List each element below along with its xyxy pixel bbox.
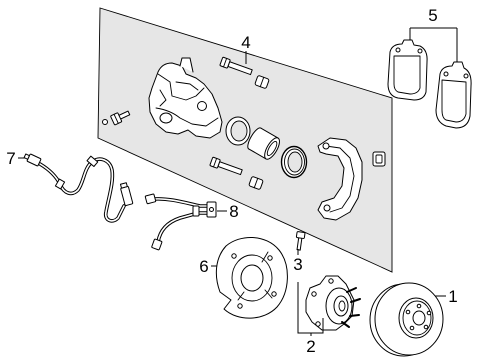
mounting-bolt-washer bbox=[102, 119, 108, 125]
hub-bolt-head bbox=[295, 231, 306, 239]
guide-pin-bushing-upper bbox=[254, 75, 270, 89]
caliper-bleeder-hole bbox=[197, 101, 207, 111]
pad-hole bbox=[463, 73, 469, 79]
callout-3: 3 bbox=[293, 255, 302, 274]
piston-seal bbox=[225, 116, 251, 146]
brake-pad-outer bbox=[435, 61, 472, 129]
shield-hole bbox=[267, 255, 273, 261]
piston-cup bbox=[266, 140, 278, 157]
pin-head-edge bbox=[213, 157, 218, 168]
bracket-hole bbox=[323, 204, 331, 212]
pad-backing-plate bbox=[387, 39, 428, 101]
piston-face bbox=[264, 137, 280, 160]
rotor-stud-hole bbox=[416, 303, 422, 309]
caliper-ridge bbox=[159, 89, 167, 107]
shield-hole bbox=[271, 291, 277, 297]
caliper-ridge bbox=[157, 73, 205, 101]
callout-8: 8 bbox=[229, 202, 238, 221]
harness-clip bbox=[54, 178, 66, 190]
pad-hole bbox=[395, 47, 401, 53]
rotor-stud-hole bbox=[426, 310, 432, 316]
callout-1: 1 bbox=[448, 287, 457, 306]
piston-boot bbox=[280, 145, 308, 179]
bolt-head-edge bbox=[113, 113, 119, 124]
pad-backing-plate bbox=[435, 61, 472, 129]
hose-banjo-hole bbox=[209, 207, 214, 212]
caliper-piston bbox=[247, 127, 280, 160]
guide-pin-lower bbox=[209, 156, 243, 176]
callout-6: 6 bbox=[199, 257, 208, 276]
boot-fold bbox=[284, 148, 305, 176]
mounting-bolt bbox=[110, 110, 131, 126]
rotor-hat-ring bbox=[402, 300, 432, 336]
harness-connector bbox=[119, 182, 134, 207]
hub-bolt bbox=[295, 231, 306, 251]
hose-fitting bbox=[144, 193, 157, 205]
caliper-ridge bbox=[175, 81, 199, 91]
caliper-boss bbox=[159, 112, 173, 124]
caliper-ridge bbox=[155, 107, 219, 127]
hub-mount-hole bbox=[311, 291, 317, 297]
brake-pad-inner bbox=[387, 39, 428, 101]
hose-upper-core bbox=[153, 198, 211, 207]
seal-inner bbox=[230, 120, 248, 142]
shield-rib bbox=[237, 251, 273, 301]
harness-sensor bbox=[23, 153, 42, 167]
pad-hole bbox=[417, 48, 423, 54]
caliper-ear bbox=[179, 57, 194, 73]
bracket-outline bbox=[317, 137, 363, 221]
bushing-edge bbox=[259, 76, 265, 88]
hub-center bbox=[333, 295, 349, 317]
callout-5-leader bbox=[409, 27, 458, 62]
callout-7: 7 bbox=[6, 149, 15, 168]
hose-lower-core bbox=[157, 212, 211, 243]
hose-clip bbox=[192, 205, 200, 217]
boot-inner bbox=[287, 151, 303, 173]
hub-bore bbox=[338, 300, 346, 312]
bracket-hole bbox=[322, 142, 330, 150]
caliper-body bbox=[148, 57, 223, 139]
caliper-bracket bbox=[317, 137, 363, 221]
callout-5: 5 bbox=[428, 6, 437, 25]
guide-pin-upper bbox=[219, 56, 253, 76]
clip-body bbox=[372, 151, 386, 167]
rotor-center-hole bbox=[412, 310, 426, 326]
brake-rotor bbox=[369, 282, 444, 357]
rotor-stud-hole bbox=[423, 324, 429, 330]
sensor-harness bbox=[23, 153, 134, 223]
pad-friction-material bbox=[393, 55, 421, 95]
callout-2-leader bbox=[297, 282, 324, 336]
shield-hole bbox=[237, 303, 243, 309]
rotor-stud-hole bbox=[405, 309, 411, 315]
callout-2: 2 bbox=[306, 337, 315, 356]
hub-assembly bbox=[305, 275, 361, 331]
connector-body bbox=[120, 186, 134, 207]
hose-fitting bbox=[151, 238, 163, 251]
brake-hoses bbox=[144, 193, 217, 251]
hub-mount-hole bbox=[315, 321, 321, 327]
dust-shield bbox=[215, 236, 288, 319]
bracket-edge bbox=[325, 145, 355, 213]
connector-cap bbox=[119, 182, 128, 189]
hub-mount-hole bbox=[328, 278, 334, 284]
guide-pin-bushing-lower bbox=[248, 176, 264, 190]
shield-hole bbox=[231, 253, 237, 259]
harness-clip bbox=[86, 155, 99, 168]
clip-slot bbox=[375, 154, 383, 164]
bracket-clip bbox=[372, 151, 386, 167]
hub-bolt-shaft bbox=[296, 237, 303, 251]
hub-studs bbox=[341, 287, 361, 328]
shield-center-hole bbox=[240, 264, 264, 292]
pad-hole bbox=[443, 71, 449, 77]
bushing-edge bbox=[253, 177, 259, 189]
pad-friction-material bbox=[441, 79, 467, 123]
pin-head-edge bbox=[223, 57, 228, 68]
sensor-tip bbox=[23, 153, 30, 160]
rotor-stud-hole bbox=[409, 325, 415, 331]
callout-4: 4 bbox=[241, 33, 250, 52]
shield-ring bbox=[231, 254, 273, 302]
